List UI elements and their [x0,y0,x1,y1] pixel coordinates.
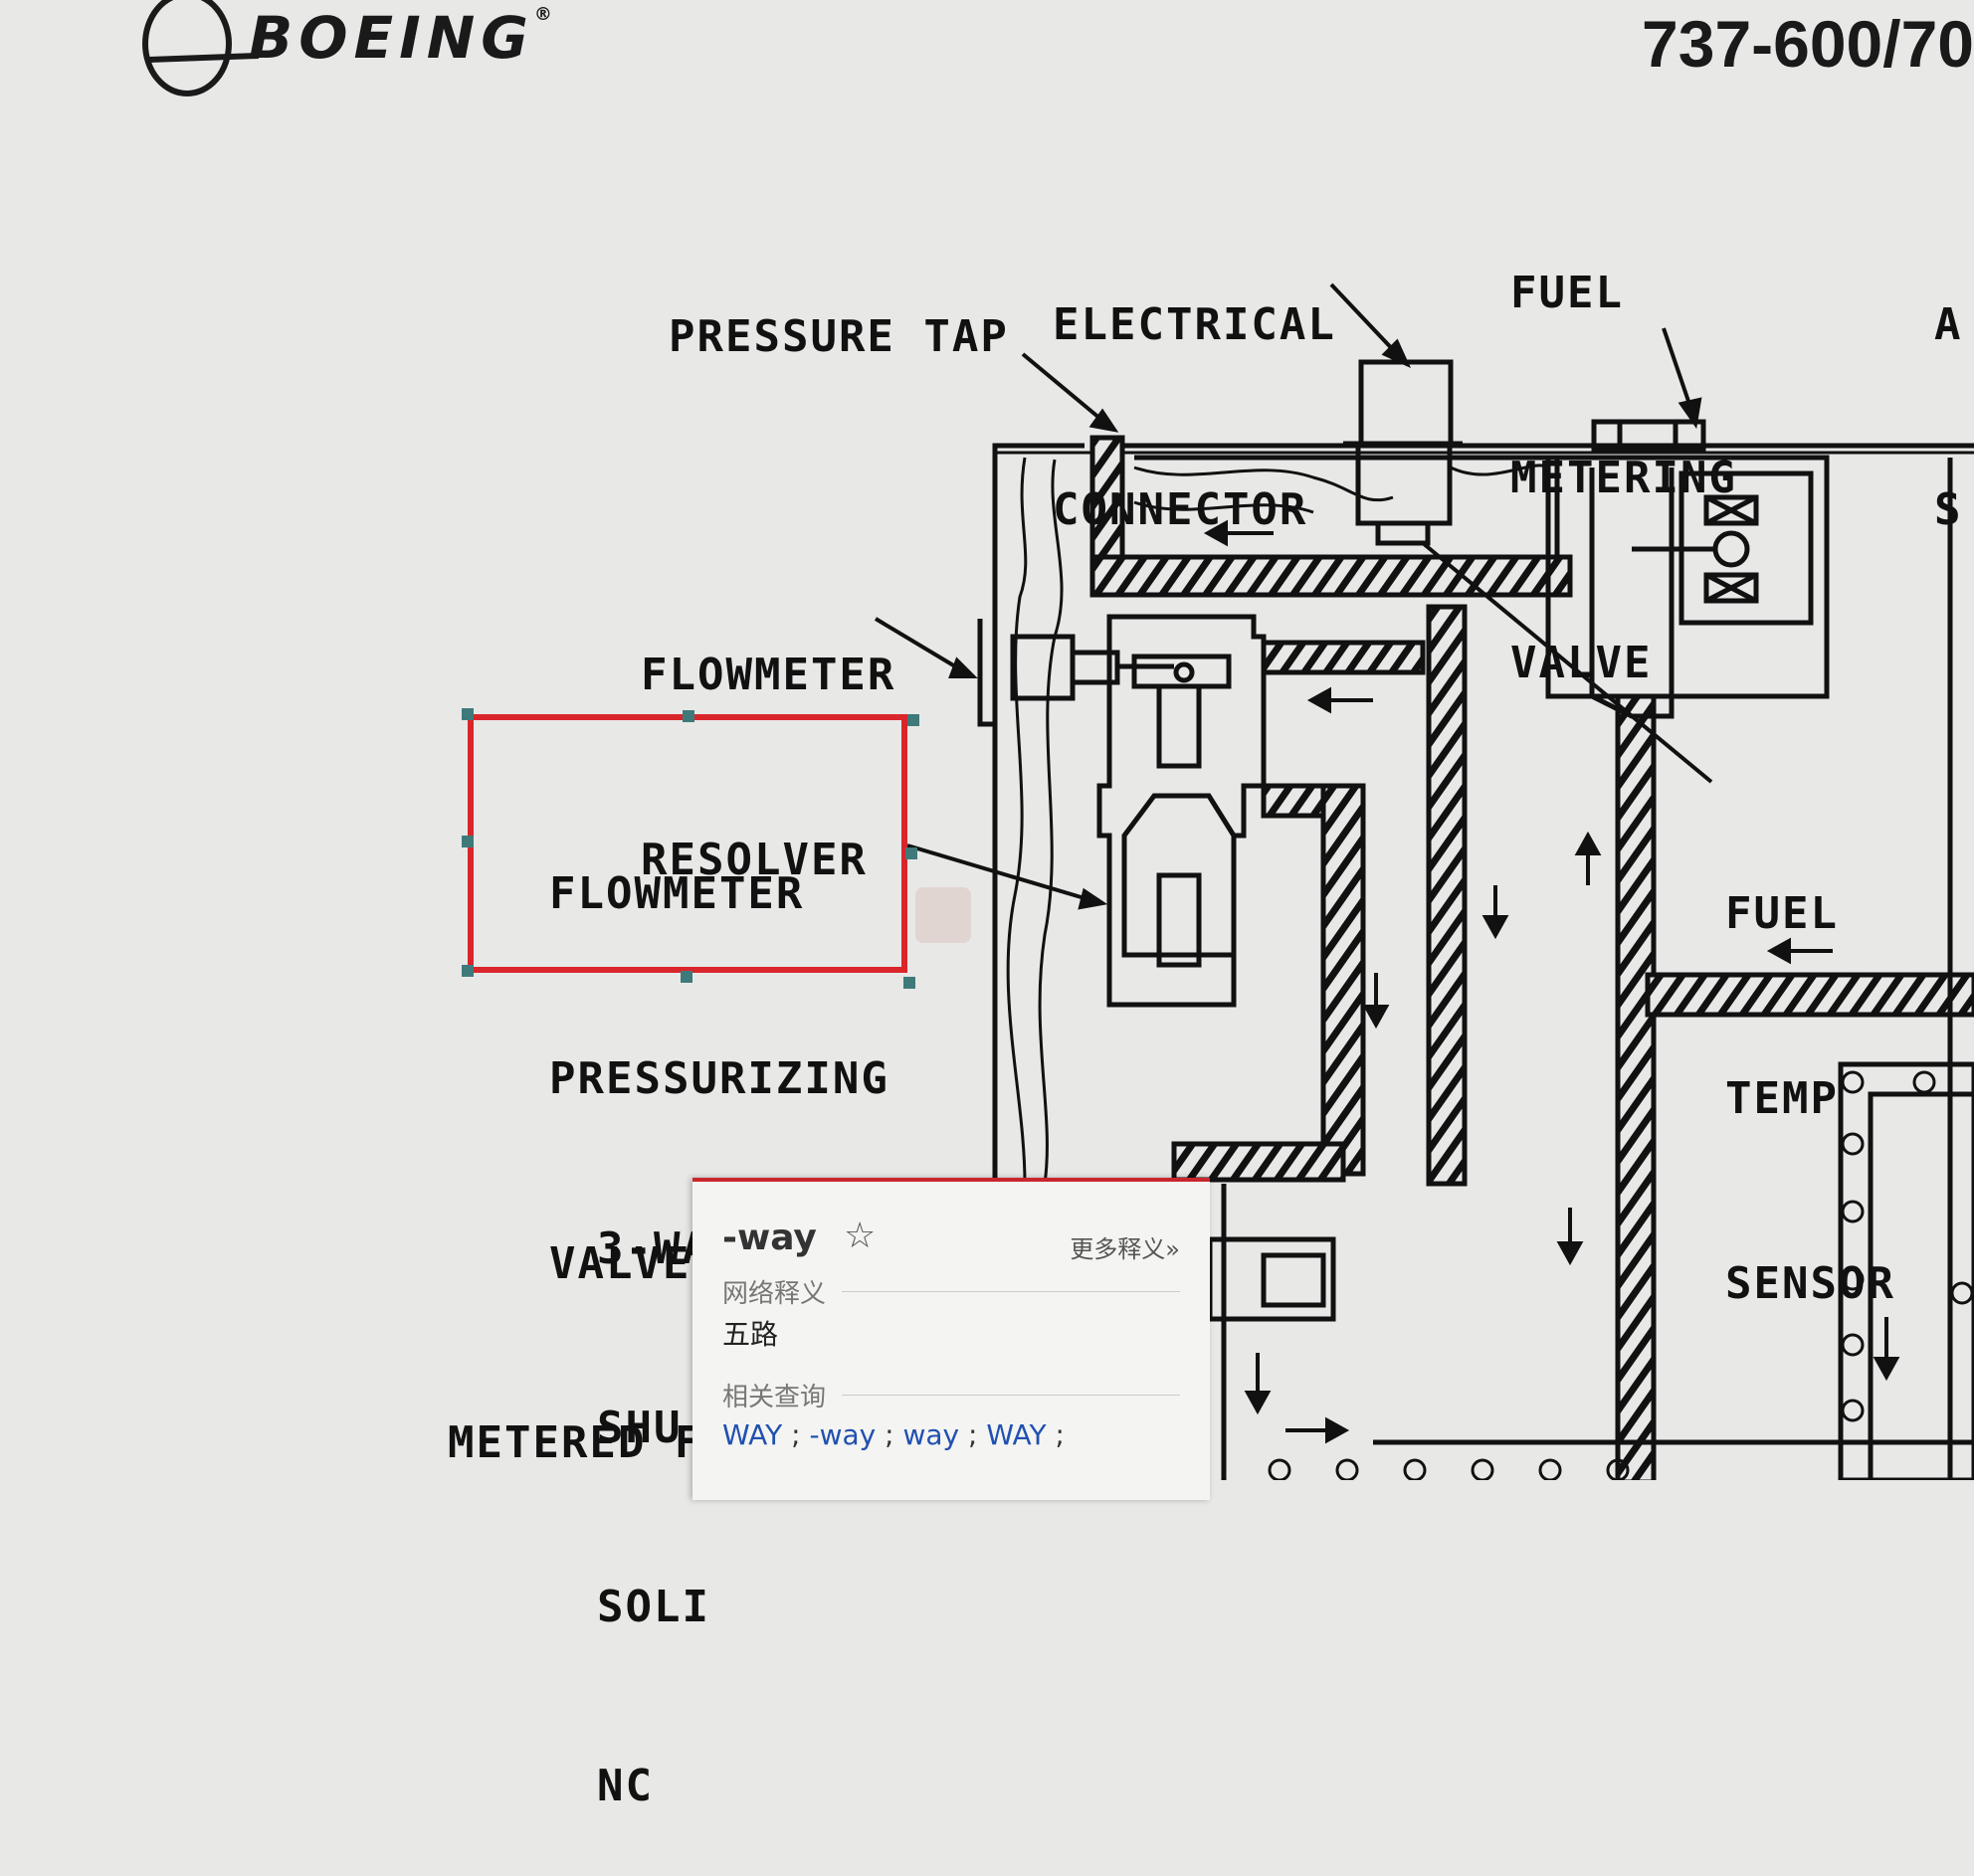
label-cut-right: A S [1934,171,1974,603]
label-line: FLOWMETER [641,650,896,700]
aircraft-model: 737-600/70 [1642,7,1974,81]
label-line: FUEL [1725,888,1839,939]
resize-handle-bottom-left[interactable] [462,965,474,977]
resize-handle-bottom-right[interactable] [903,977,915,989]
label-line: RESOLVER [641,835,868,885]
label-fuel-temp-sensor: FUEL TEMP SENSOR [1725,760,1895,1377]
label-line: NC [597,1761,654,1811]
related-links: WAY ; -way ; way ; WAY ; [722,1418,1065,1451]
label-line: A [1934,299,1963,350]
star-icon[interactable]: ☆ [844,1216,877,1256]
resize-handle-left[interactable] [462,836,474,847]
related-link[interactable]: way [902,1418,960,1451]
selected-annotation-box[interactable]: FLOWMETER PRESSURIZING VALVE [468,714,907,1289]
resize-handle-bottom[interactable] [681,971,692,983]
related-link[interactable]: WAY [986,1418,1047,1451]
label-line: PRESSURIZING [549,1053,889,1104]
label-line: CONNECTOR [1053,484,1308,535]
resize-handle-top-left[interactable] [462,708,474,720]
divider [842,1395,1180,1396]
label-line: SENSOR [1725,1258,1895,1309]
related-link[interactable]: -way [809,1418,877,1451]
label-line: SOLI [597,1582,710,1632]
label-line: TEMP [1725,1073,1839,1124]
search-icon[interactable] [915,887,971,943]
lookup-word: -way [722,1218,817,1258]
label-line: S [1934,484,1963,535]
label-flowmeter-pressurizing-valve: FLOWMETER PRESSURIZING VALVE [549,740,889,1418]
related-link[interactable]: WAY [722,1418,783,1451]
more-definitions-link[interactable]: 更多释义» [1070,1235,1180,1263]
label-fuel-metering-valve: FUEL METERING VALVE [1510,139,1737,756]
label-line: ELECTRICAL [1053,299,1336,350]
brand-name: BOEING [249,4,534,72]
label-line: FUEL [1510,268,1624,318]
resize-handle-top-right[interactable] [907,714,919,726]
boeing-logo: BOEING® [249,4,558,72]
resize-handle-top[interactable] [683,710,694,722]
label-pressure-tap: PRESSURE TAP [669,311,1009,362]
related-heading: 相关查询 [722,1383,827,1412]
fuel-system-diagram [142,0,1974,1480]
label-flowmeter-resolver: FLOWMETER RESOLVER [641,521,895,953]
label-line: FLOWMETER [549,868,805,919]
divider [842,1291,1180,1292]
resize-handle-right[interactable] [905,847,917,859]
label-line: VALVE [549,1238,691,1289]
definition-text: 五路 [722,1318,779,1351]
label-electrical-connector: ELECTRICAL CONNECTOR [1053,171,1336,603]
label-metered-fuel: METERED F [448,1417,703,1468]
label-line: VALVE [1510,638,1653,688]
label-line: SHU [597,1403,683,1453]
dictionary-popup: -way ☆ 更多释义» 网络释义 五路 相关查询 WAY ; -way ; w… [692,1178,1210,1500]
web-definition-heading: 网络释义 [722,1279,827,1309]
label-line: METERING [1510,453,1737,503]
registered-mark: ® [533,4,558,25]
